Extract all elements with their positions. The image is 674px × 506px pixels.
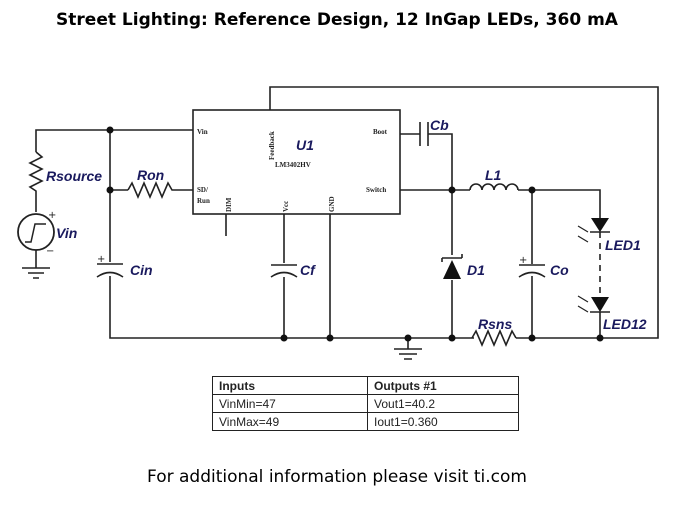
pin-run: Run bbox=[197, 197, 210, 205]
label-rsource: Rsource bbox=[46, 168, 102, 184]
table-cell: Vout1=40.2 bbox=[367, 394, 519, 413]
led12-diode-icon bbox=[591, 297, 609, 312]
label-cf: Cf bbox=[300, 262, 316, 278]
label-co: Co bbox=[550, 262, 569, 278]
pin-boot: Boot bbox=[373, 128, 388, 136]
table-header-row: Inputs Outputs #1 bbox=[212, 376, 519, 395]
page-title: Street Lighting: Reference Design, 12 In… bbox=[56, 10, 618, 30]
rsns-resistor bbox=[471, 328, 517, 348]
circuit-schematic: U1 LM3402HV Vin SD/ Run Boot Switch Feed… bbox=[17, 86, 659, 360]
vin-source-icon bbox=[17, 213, 55, 251]
table-header: Outputs #1 bbox=[367, 376, 519, 395]
co-capacitor bbox=[518, 264, 546, 278]
label-led12: LED12 bbox=[603, 316, 647, 332]
table-row: VinMin=47 Vout1=40.2 bbox=[212, 394, 519, 413]
pin-dim: DIM bbox=[225, 197, 233, 212]
pin-gnd: GND bbox=[328, 196, 336, 212]
rsource-resistor bbox=[28, 151, 44, 212]
pin-switch: Switch bbox=[366, 186, 386, 194]
io-table: Inputs Outputs #1 VinMin=47 Vout1=40.2 V… bbox=[212, 376, 519, 431]
ground-left bbox=[22, 267, 50, 279]
cf-capacitor bbox=[270, 264, 298, 278]
feedback-wire bbox=[269, 86, 659, 339]
label-d1: D1 bbox=[467, 262, 485, 278]
label-vin: Vin bbox=[56, 225, 77, 241]
vin-plus: + bbox=[48, 210, 56, 221]
d1-cathode bbox=[441, 254, 463, 262]
pin-feedback: Feedback bbox=[268, 131, 276, 160]
table-header: Inputs bbox=[212, 376, 368, 395]
label-l1: L1 bbox=[485, 167, 502, 183]
d1-diode-icon bbox=[443, 260, 461, 279]
cb-capacitor bbox=[419, 122, 429, 146]
led1-diode-icon bbox=[591, 218, 609, 232]
ic-part: LM3402HV bbox=[275, 161, 311, 169]
label-rsns: Rsns bbox=[478, 316, 512, 332]
pin-vin: Vin bbox=[197, 128, 208, 136]
table-cell: Iout1=0.360 bbox=[367, 412, 519, 431]
ic-u1 bbox=[192, 109, 401, 215]
label-ron: Ron bbox=[137, 167, 164, 183]
vin-wire bbox=[35, 129, 193, 152]
ron-resistor bbox=[127, 180, 193, 200]
table-cell: VinMax=49 bbox=[212, 412, 368, 431]
footer-text: For additional information please visit … bbox=[147, 467, 527, 487]
cin-plus: + bbox=[97, 254, 105, 265]
ground-center bbox=[394, 348, 422, 360]
junction-dots bbox=[106, 126, 604, 342]
l1-inductor bbox=[469, 183, 519, 191]
table-row: VinMax=49 Iout1=0.360 bbox=[212, 412, 519, 431]
cin-capacitor bbox=[96, 263, 124, 278]
pin-sd: SD/ bbox=[197, 186, 209, 194]
pin-vcc: Vcc bbox=[282, 201, 290, 212]
label-led1: LED1 bbox=[605, 237, 641, 253]
co-plus: + bbox=[519, 255, 527, 266]
ic-ref: U1 bbox=[296, 137, 314, 153]
label-cb: Cb bbox=[430, 117, 449, 133]
vin-minus: − bbox=[46, 246, 54, 257]
table-cell: VinMin=47 bbox=[212, 394, 368, 413]
label-cin: Cin bbox=[130, 262, 153, 278]
